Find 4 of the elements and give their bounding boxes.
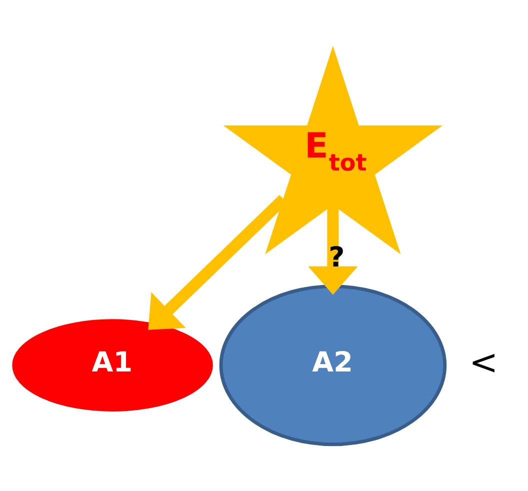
arrow: [308, 204, 358, 294]
node-ellipse: A2: [219, 284, 447, 446]
node-ellipse: A1: [12, 318, 213, 411]
label: <: [469, 342, 498, 382]
